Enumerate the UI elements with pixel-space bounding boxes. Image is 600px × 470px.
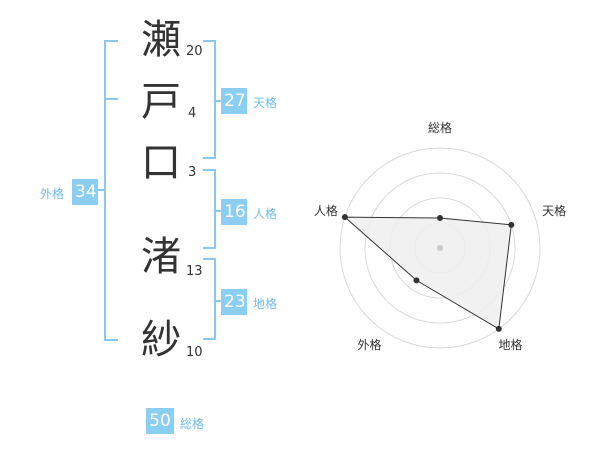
- stroke-count-1: 20: [186, 44, 203, 59]
- radar-point: [495, 325, 502, 332]
- radar-axis-label: 総格: [428, 120, 452, 135]
- name-char-3: 口: [141, 140, 181, 186]
- chikaku-bracket-connector: [214, 300, 222, 302]
- stroke-count-3: 3: [188, 165, 197, 180]
- tenkaku-label: 天格: [253, 96, 278, 110]
- name-char-5: 紗: [141, 317, 181, 363]
- name-char-4: 渚: [141, 234, 181, 280]
- tenkaku-value: 27: [221, 88, 247, 114]
- radar-point: [341, 214, 348, 221]
- stroke-count-2: 4: [188, 106, 197, 121]
- soukaku-label: 総格: [180, 417, 205, 431]
- chikaku-label: 地格: [253, 297, 278, 311]
- radar-point: [437, 215, 443, 221]
- radar-axis-label: 天格: [542, 203, 566, 218]
- radar-point: [508, 221, 515, 228]
- radar-points: [341, 214, 515, 332]
- gaikaku-label: 外格: [40, 187, 65, 201]
- stroke-count-4: 13: [186, 264, 203, 279]
- jinkaku-value: 16: [221, 199, 247, 225]
- jinkaku-label: 人格: [253, 207, 278, 221]
- name-char-2: 戸: [141, 79, 181, 125]
- radar-axis-label: 人格: [314, 203, 338, 218]
- radar-axis-label: 外格: [357, 337, 381, 352]
- jinkaku-bracket: [203, 169, 216, 249]
- radar-center: [437, 245, 443, 251]
- tenkaku-bracket-connector: [214, 100, 222, 102]
- chikaku-bracket: [203, 258, 216, 340]
- radar-point: [413, 277, 420, 284]
- stroke-count-5: 10: [186, 345, 203, 360]
- radar-ring: [339, 147, 541, 349]
- radar-axis-label: 地格: [499, 337, 523, 352]
- radar-area: [343, 216, 512, 330]
- gaikaku-bracket: [104, 40, 118, 341]
- jinkaku-bracket-connector: [214, 210, 222, 212]
- chikaku-value: 23: [221, 289, 247, 315]
- name-char-1: 瀬: [141, 17, 181, 63]
- radar-ring: [364, 172, 516, 324]
- gaikaku-bracket-connector: [98, 189, 106, 191]
- soukaku-value: 50: [146, 408, 174, 434]
- gaikaku-value: 34: [72, 179, 98, 205]
- tenkaku-bracket: [203, 40, 216, 159]
- gaikaku-bracket-tick: [106, 98, 118, 100]
